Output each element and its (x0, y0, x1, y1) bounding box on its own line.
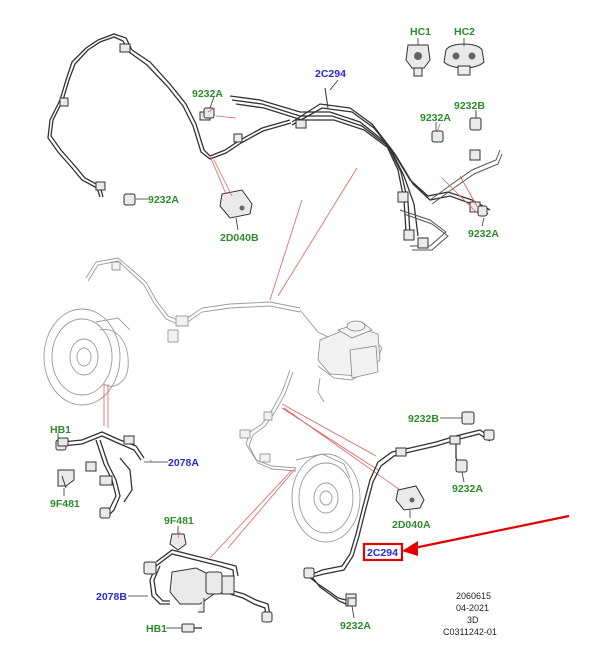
ref-line-2: 04-2021 (456, 603, 489, 613)
label-2d040b: 2D040B (220, 232, 259, 244)
label-2078a: 2078A (168, 457, 199, 469)
label-2c294-top: 2C294 (315, 68, 346, 80)
label-9232a-6: 9232A (340, 620, 371, 632)
hose-clip-hc1 (405, 44, 431, 77)
label-9f481-left: 9F481 (50, 498, 80, 510)
arrow-head-icon (402, 541, 418, 556)
label-9232a-5: 9232A (452, 483, 483, 495)
label-hb1-left: HB1 (50, 424, 71, 436)
rear-hose-assembly-2078a (55, 431, 145, 519)
label-9232a-2: 9232A (420, 112, 451, 124)
label-2078b: 2078B (96, 591, 127, 603)
clip-9232a-center (203, 107, 215, 119)
label-9232a-3: 9232A (148, 194, 179, 206)
label-hc2: HC2 (454, 26, 475, 38)
ref-line-4: C0311242-01 (443, 627, 497, 637)
bracket-2d040b (219, 189, 253, 219)
chassis-context-drawing (43, 257, 383, 543)
label-2c294-highlighted: 2C294 (367, 547, 398, 559)
leader-lines-top (207, 107, 479, 301)
label-9232b-2: 9232B (408, 413, 439, 425)
label-9f481-bottom: 9F481 (164, 515, 194, 527)
drawing-reference-info: 2060615 04-2021 3D C0311242-01 (443, 591, 497, 637)
front-hose-assembly-2078b (143, 533, 273, 633)
clip-9232a-lower (455, 459, 468, 473)
label-connector-lines (57, 38, 485, 629)
clip-9232b-right (469, 117, 482, 131)
clip-9232a-lower-right (477, 205, 488, 217)
label-hb1-bottom: HB1 (146, 623, 167, 635)
label-9232a-1: 9232A (192, 88, 223, 100)
top-pipe-assembly (47, 33, 503, 251)
ref-line-3: 3D (467, 615, 479, 625)
clip-9232a-right (431, 130, 444, 143)
label-9232a-4: 9232A (468, 228, 499, 240)
front-pipe-assembly (303, 411, 495, 607)
bracket-2d040a (395, 485, 425, 511)
clip-9232b-lower (461, 411, 475, 425)
hose-clip-hc2 (443, 43, 485, 76)
ref-line-1: 2060615 (456, 591, 491, 601)
label-2d040a: 2D040A (392, 519, 431, 531)
bolt-hb1-left (57, 437, 69, 447)
highlight-box (362, 542, 404, 562)
clip-9232a-left (123, 193, 136, 206)
label-9232b-1: 9232B (454, 100, 485, 112)
part-labels: HC1 HC2 2C294 9232A 9232B 9232A 9232A 92… (50, 26, 499, 635)
highlight-callout (362, 514, 570, 562)
label-hc1: HC1 (410, 26, 431, 38)
leader-lines-middle (103, 384, 401, 559)
